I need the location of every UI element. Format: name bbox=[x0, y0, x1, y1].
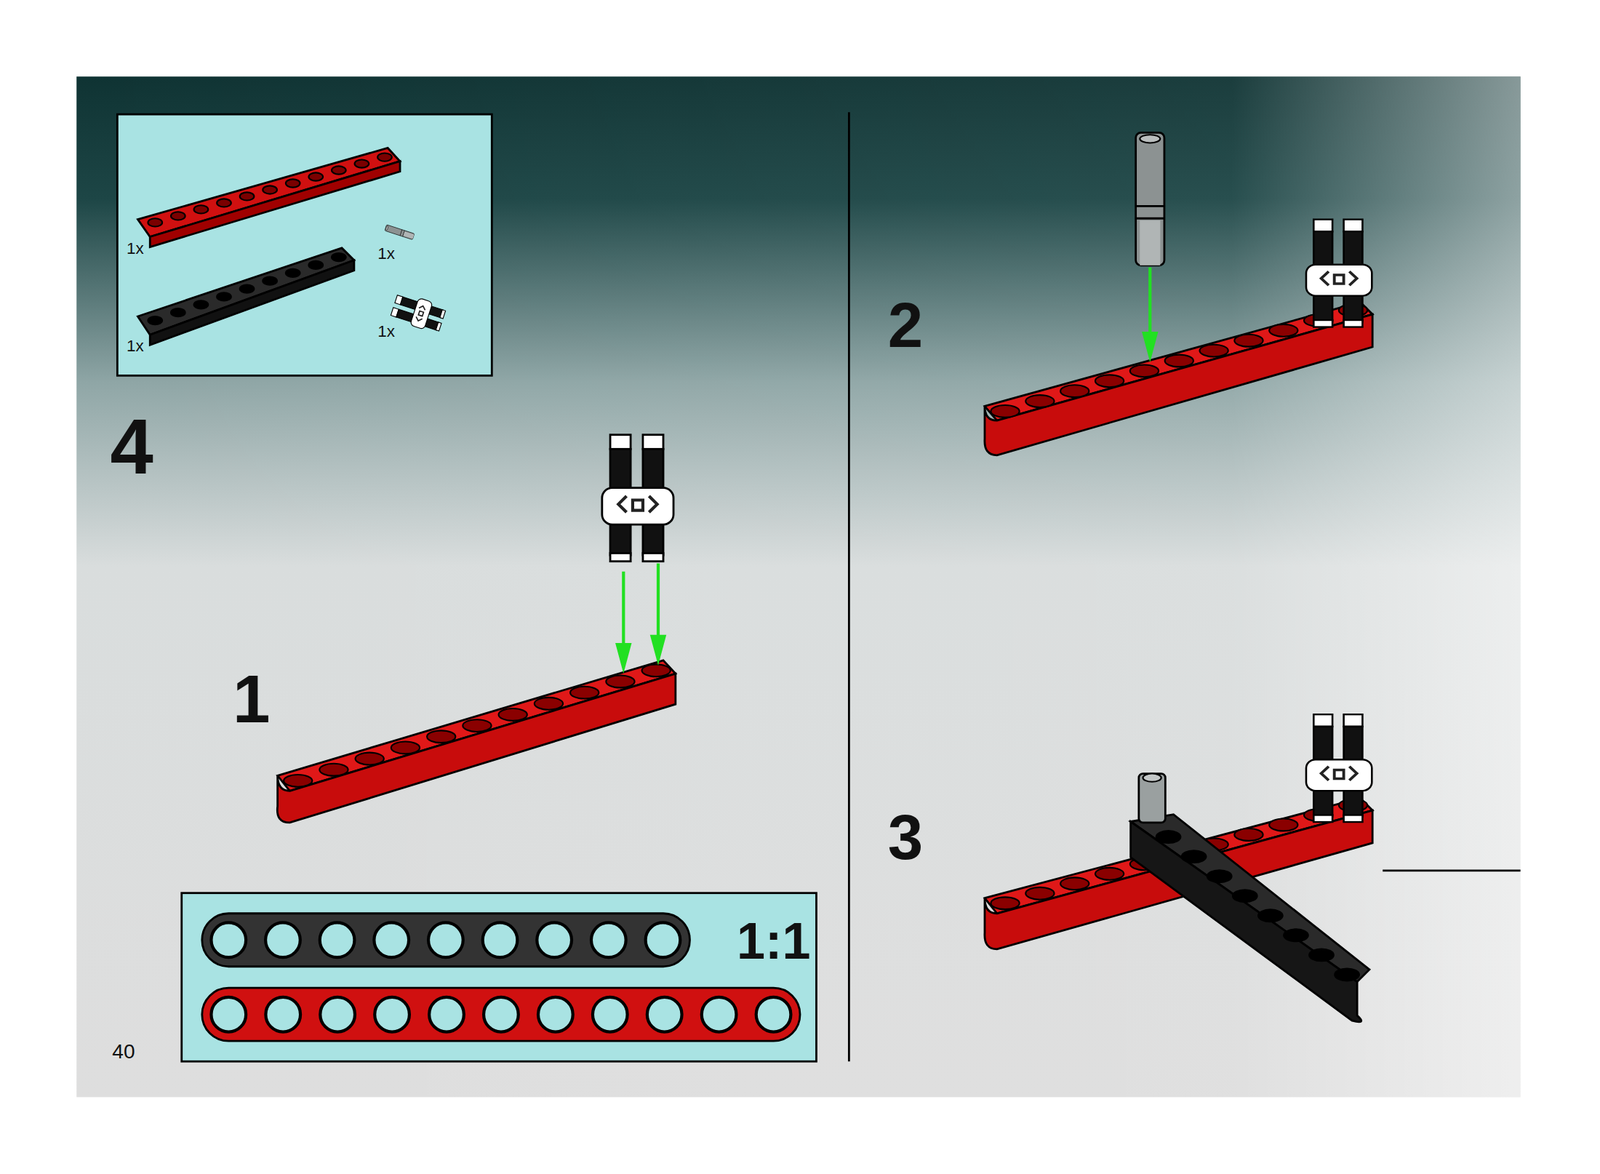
beam-hole bbox=[1025, 394, 1054, 408]
beam-hole bbox=[320, 922, 355, 958]
beam-hole bbox=[320, 997, 355, 1032]
beam-hole bbox=[308, 172, 323, 181]
beam-hole bbox=[1283, 928, 1309, 942]
beam-hole bbox=[262, 277, 278, 286]
beam-hole bbox=[331, 253, 347, 262]
beam-hole bbox=[354, 159, 370, 168]
page-number: 40 bbox=[112, 1040, 135, 1062]
beam-hole bbox=[285, 178, 301, 187]
beam-hole bbox=[308, 261, 323, 270]
beam-hole bbox=[374, 997, 410, 1032]
beam-hole bbox=[210, 922, 246, 958]
beam-hole bbox=[645, 922, 681, 958]
beam-hole bbox=[426, 730, 456, 743]
scale-label: 1:1 bbox=[736, 915, 811, 967]
beam-hole bbox=[592, 997, 628, 1032]
part-count: 1x bbox=[377, 323, 395, 340]
beam-hole bbox=[377, 152, 392, 161]
beam-hole bbox=[194, 300, 209, 309]
beam-hole bbox=[373, 922, 409, 958]
beam-hole bbox=[1165, 354, 1194, 368]
beam-hole bbox=[1309, 948, 1334, 961]
beam-hole bbox=[483, 997, 519, 1032]
beam-hole bbox=[1269, 324, 1298, 337]
beam-hole bbox=[283, 774, 312, 787]
beam-hole bbox=[428, 922, 464, 958]
beam-hole bbox=[642, 664, 671, 677]
beam-hole bbox=[534, 697, 563, 710]
substep-number: 1 bbox=[232, 665, 271, 734]
beam-hole bbox=[355, 752, 384, 766]
beam-hole bbox=[1232, 889, 1258, 902]
beam-hole bbox=[1060, 877, 1089, 890]
beam-hole bbox=[1181, 850, 1207, 863]
beam-hole bbox=[319, 763, 348, 776]
beam-hole bbox=[216, 198, 232, 207]
beam-hole bbox=[194, 205, 209, 214]
beam-hole bbox=[1234, 334, 1263, 347]
beam-hole bbox=[647, 997, 683, 1032]
beam-hole bbox=[756, 997, 792, 1032]
beam-hole bbox=[1095, 374, 1124, 387]
substep-number: 2 bbox=[888, 293, 923, 358]
beam-hole bbox=[605, 675, 635, 688]
beam-hole bbox=[1258, 909, 1283, 922]
beam-hole bbox=[240, 192, 255, 200]
beam-hole bbox=[429, 997, 464, 1032]
beam-hole bbox=[701, 997, 737, 1032]
part-count: 1x bbox=[126, 337, 144, 354]
beam-hole bbox=[990, 896, 1019, 910]
beam-hole bbox=[591, 922, 627, 958]
beam-hole bbox=[482, 922, 518, 958]
beam-hole bbox=[147, 218, 163, 227]
beam-hole bbox=[147, 316, 163, 325]
part-count: 1x bbox=[377, 245, 395, 262]
beam-hole bbox=[216, 292, 232, 301]
beam-hole bbox=[1060, 384, 1089, 398]
beam-hole bbox=[990, 405, 1019, 418]
beam-hole bbox=[170, 308, 186, 317]
beam-hole bbox=[1025, 887, 1054, 900]
beam-hole bbox=[1130, 364, 1159, 377]
beam-hole bbox=[265, 997, 301, 1032]
beam-hole bbox=[170, 211, 186, 220]
substep-number: 3 bbox=[888, 805, 923, 870]
beam-hole bbox=[1234, 828, 1263, 841]
beam-hole bbox=[1207, 869, 1232, 883]
part-count: 1x bbox=[126, 240, 144, 257]
beam-hole bbox=[265, 922, 301, 958]
beam-hole bbox=[538, 997, 574, 1032]
beam-hole bbox=[536, 922, 572, 958]
beam-hole bbox=[1199, 344, 1228, 358]
beam-hole bbox=[570, 686, 599, 699]
beam-hole bbox=[285, 269, 301, 278]
beam-hole bbox=[498, 708, 528, 721]
beam-hole bbox=[1095, 867, 1124, 880]
beam-hole bbox=[331, 165, 347, 174]
beam-hole bbox=[240, 284, 255, 293]
beam-hole bbox=[1269, 818, 1298, 832]
beam-hole bbox=[1156, 830, 1182, 843]
step-number: 4 bbox=[110, 408, 154, 486]
beam-hole bbox=[1334, 968, 1360, 982]
beam-hole bbox=[391, 741, 420, 754]
beam-hole bbox=[210, 997, 246, 1032]
beam-hole bbox=[262, 185, 278, 194]
beam-hole bbox=[462, 719, 491, 732]
